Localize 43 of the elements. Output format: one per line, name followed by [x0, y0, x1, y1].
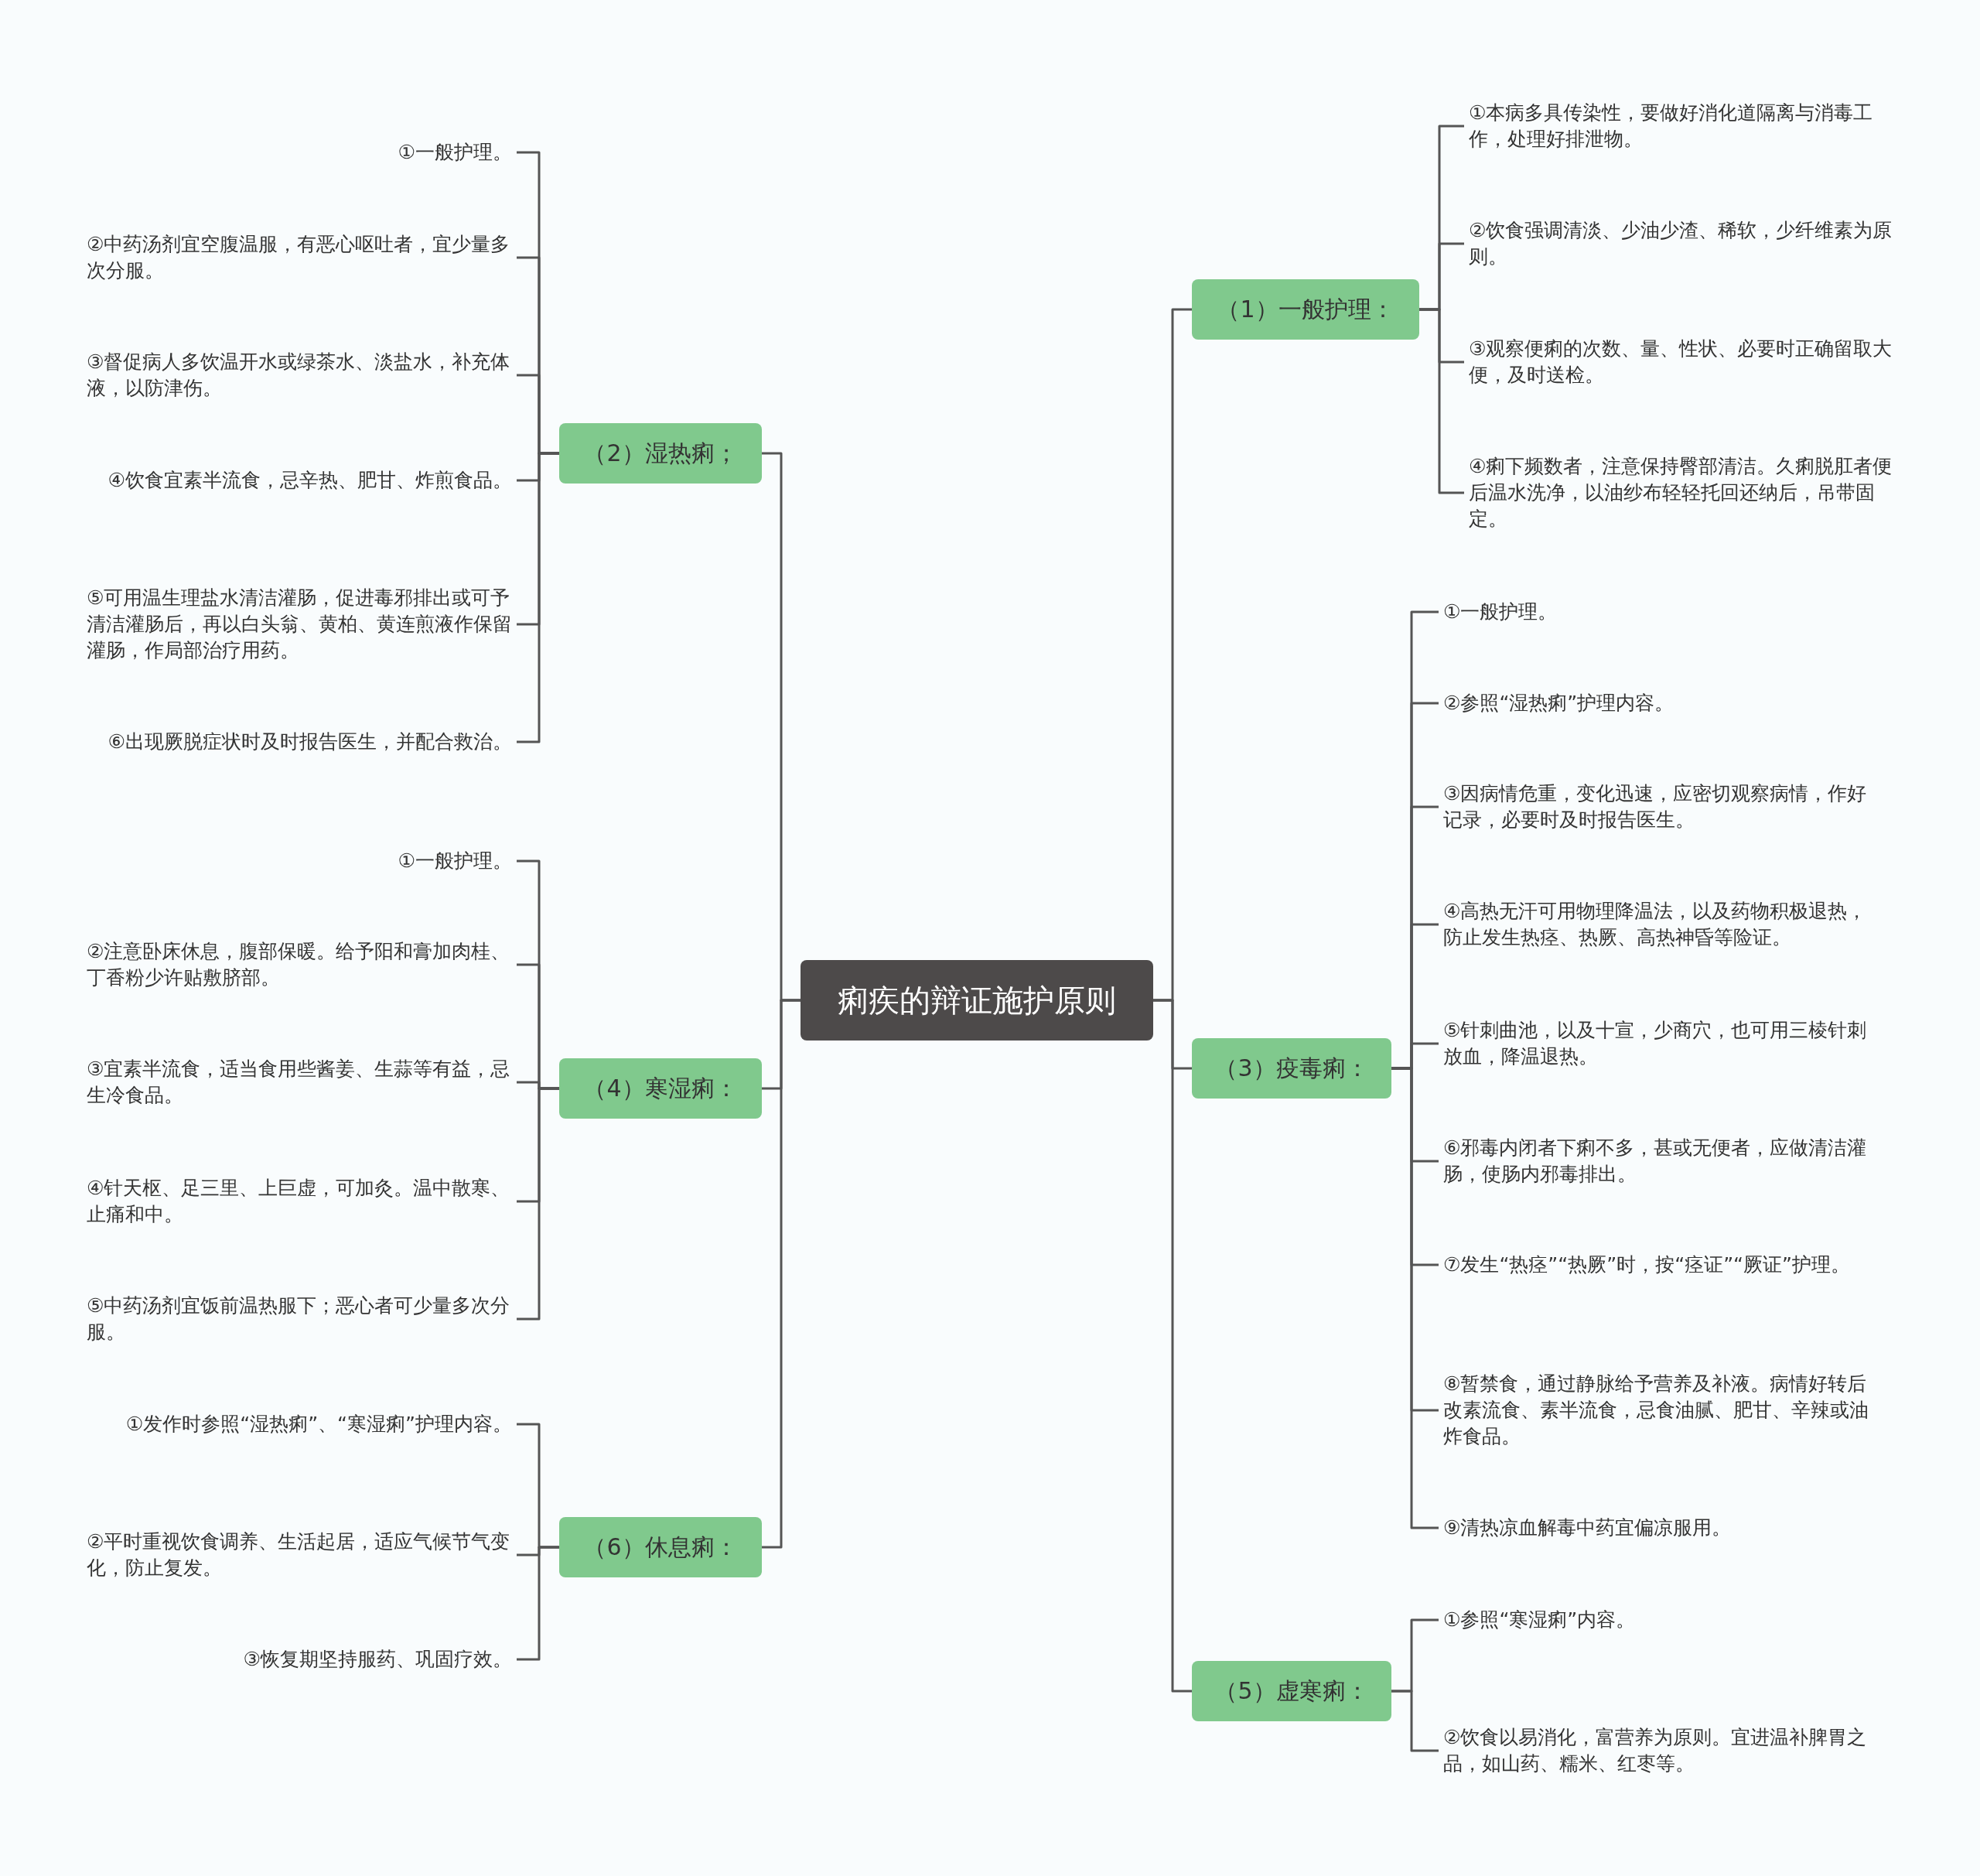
- leaf-text: ⑦发生“热痉”“热厥”时，按“痉证”“厥证”护理。: [1443, 1252, 1851, 1278]
- leaf-text: ②饮食强调清淡、少油少渣、稀软，少纤维素为原则。: [1469, 217, 1894, 270]
- leaf-text: ④针天枢、足三里、上巨虚，可加灸。温中散寒、止痛和中。: [87, 1175, 512, 1228]
- central-topic: 痢疾的辩证施护原则: [801, 960, 1153, 1041]
- leaf-text: ②中药汤剂宜空腹温服，有恶心呕吐者，宜少量多次分服。: [87, 231, 512, 284]
- leaf-text: ②注意卧床休息，腹部保暖。给予阳和膏加肉桂、丁香粉少许贴敷脐部。: [87, 938, 512, 991]
- leaf-text: ①一般护理。: [398, 848, 512, 874]
- leaf-text: ⑤中药汤剂宜饭前温热服下；恶心者可少量多次分服。: [87, 1293, 512, 1345]
- leaf-text: ⑧暂禁食，通过静脉给予营养及补液。病情好转后改素流食、素半流食，忌食油腻、肥甘、辛辣或油炸食品。: [1443, 1371, 1869, 1450]
- leaf-text: ③宜素半流食，适当食用些酱姜、生蒜等有益，忌生冷食品。: [87, 1056, 512, 1109]
- leaf-text: ⑥邪毒内闭者下痢不多，甚或无便者，应做清洁灌肠，使肠内邪毒排出。: [1443, 1135, 1869, 1187]
- leaf-text: ①本病多具传染性，要做好消化道隔离与消毒工作，处理好排泄物。: [1469, 100, 1894, 152]
- branch-topic: （3）疫毒痢：: [1192, 1038, 1391, 1099]
- branch-topic: （5）虚寒痢：: [1192, 1661, 1391, 1721]
- connector-line: [517, 1546, 559, 1661]
- leaf-text: ⑨清热凉血解毒中药宜偏凉服用。: [1443, 1515, 1732, 1541]
- leaf-text: ③观察便痢的次数、量、性状、必要时正确留取大便，及时送检。: [1469, 336, 1894, 388]
- leaf-text: ③督促病人多饮温开水或绿茶水、淡盐水，补充体液，以防津伤。: [87, 349, 512, 402]
- leaf-text: ①发作时参照“湿热痢”、“寒湿痢”护理内容。: [125, 1411, 512, 1437]
- leaf-text: ⑤针刺曲池，以及十宣，少商穴，也可用三棱针刺放血，降温退热。: [1443, 1017, 1869, 1070]
- branch-topic: （4）寒湿痢：: [559, 1058, 762, 1119]
- leaf-text: ④高热无汗可用物理降温法，以及药物积极退热，防止发生热痉、热厥、高热神昏等险证。: [1443, 898, 1869, 951]
- branch-topic: （6）休息痢：: [559, 1517, 762, 1577]
- leaf-text: ③因病情危重，变化迅速，应密切观察病情，作好记录，必要时及时报告医生。: [1443, 781, 1869, 833]
- leaf-text: ⑤可用温生理盐水清洁灌肠，促进毒邪排出或可予清洁灌肠后，再以白头翁、黄柏、黄连煎液作保留灌肠，作局部治疗用药。: [87, 585, 512, 664]
- leaf-text: ④饮食宜素半流食，忌辛热、肥甘、炸煎食品。: [108, 467, 512, 494]
- leaf-text: ③恢复期坚持服药、巩固疗效。: [243, 1646, 512, 1673]
- connector-line: [1391, 1690, 1439, 1752]
- leaf-text: ①一般护理。: [1443, 599, 1558, 625]
- branch-topic: （1）一般护理：: [1192, 279, 1419, 340]
- connector-line: [1419, 308, 1464, 494]
- connector-line: [517, 452, 559, 743]
- leaf-text: ④痢下频数者，注意保持臀部清洁。久痢脱肛者便后温水洗净，以油纱布轻轻托回还纳后，吊带固定。: [1469, 453, 1894, 532]
- leaf-text: ①一般护理。: [398, 139, 512, 166]
- leaf-text: ②参照“湿热痢”护理内容。: [1443, 690, 1674, 716]
- branch-topic: （2）湿热痢；: [559, 423, 762, 484]
- connector-line: [1153, 999, 1192, 1693]
- leaf-text: ①参照“寒湿痢”内容。: [1443, 1607, 1636, 1633]
- leaf-text: ⑥出现厥脱症状时及时报告医生，并配合救治。: [108, 729, 512, 755]
- connector-line: [517, 1087, 559, 1321]
- leaf-text: ②平时重视饮食调养、生活起居，适应气候节气变化，防止复发。: [87, 1529, 512, 1581]
- connector-line: [762, 999, 801, 1549]
- leaf-text: ②饮食以易消化，富营养为原则。宜进温补脾胃之品，如山药、糯米、红枣等。: [1443, 1724, 1869, 1777]
